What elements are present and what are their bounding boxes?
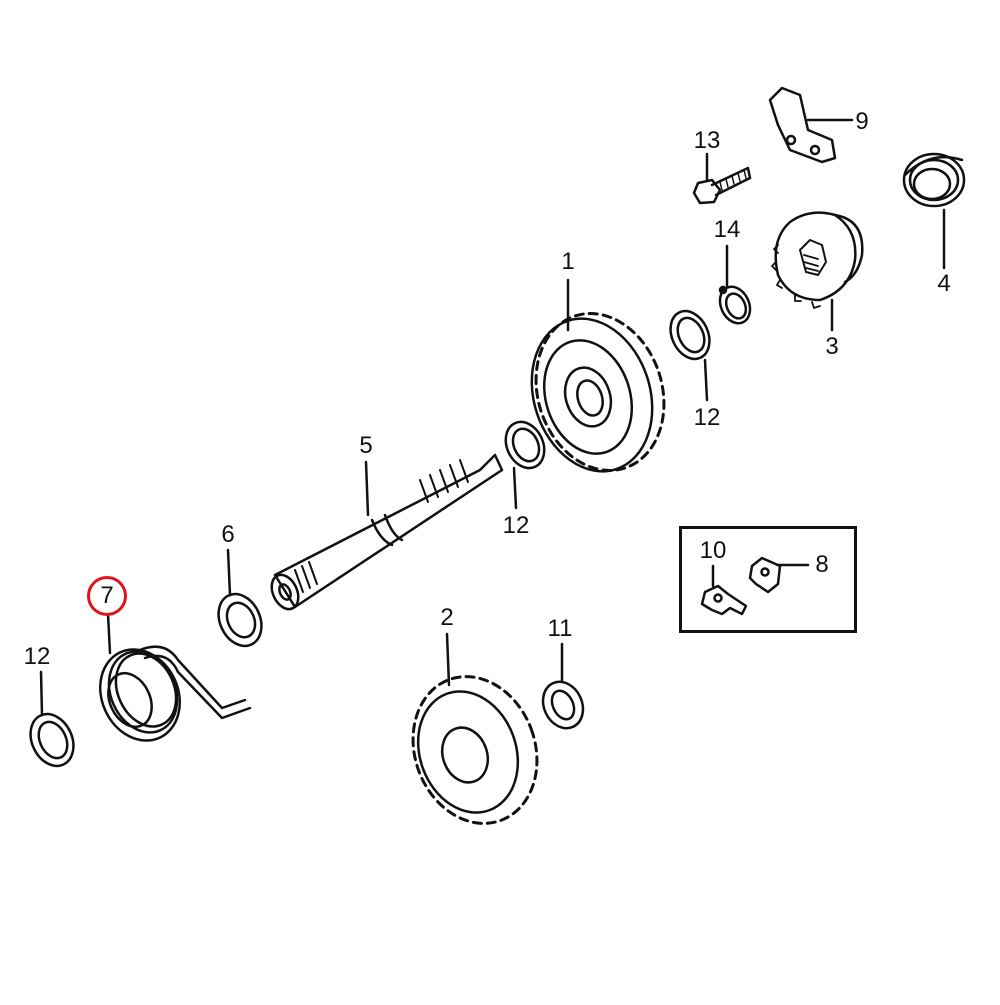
spindle-part-5 (270, 453, 504, 611)
ratchet-part-3 (771, 211, 864, 332)
callout-label-1[interactable]: 1 (561, 248, 575, 275)
bolt-part-13 (692, 152, 752, 205)
idle-gear-part-2 (411, 632, 539, 825)
return-spring-part-7 (98, 612, 252, 742)
stopper-plate-part-10 (700, 564, 748, 616)
callout-label-3[interactable]: 3 (825, 333, 839, 360)
driven-gear-part-1 (530, 278, 666, 473)
inset-box (679, 526, 857, 633)
callout-label-2[interactable]: 2 (440, 604, 454, 631)
washer-part-12-upper (669, 309, 711, 402)
callout-label-4[interactable]: 4 (937, 270, 951, 297)
callout-label-12-lower[interactable]: 12 (23, 643, 51, 670)
callout-label-13[interactable]: 13 (693, 127, 721, 154)
callout-label-7[interactable]: 7 (100, 582, 114, 609)
washer-part-11 (541, 642, 585, 730)
washer-part-12-middle (504, 420, 546, 510)
callout-label-6[interactable]: 6 (221, 521, 235, 548)
callout-label-5[interactable]: 5 (359, 432, 373, 459)
callout-label-12-upper[interactable]: 12 (693, 404, 721, 431)
ratchet-spring-part-4 (902, 152, 966, 270)
callout-label-10[interactable]: 10 (699, 537, 727, 564)
callout-label-8[interactable]: 8 (815, 551, 829, 578)
callout-label-11[interactable]: 11 (547, 615, 573, 642)
callout-label-12-middle[interactable]: 12 (502, 512, 530, 539)
snap-ring-part-14 (718, 244, 752, 325)
highlight-ring-part-7 (87, 576, 127, 616)
ratchet-guide-part-9 (768, 86, 854, 164)
callout-label-14[interactable]: 14 (713, 216, 741, 243)
spring-collar-part-6 (217, 548, 263, 648)
washer-part-12-lower (29, 670, 75, 768)
ratchet-guide-plate-part-8 (748, 556, 810, 594)
callout-label-9[interactable]: 9 (855, 108, 869, 135)
